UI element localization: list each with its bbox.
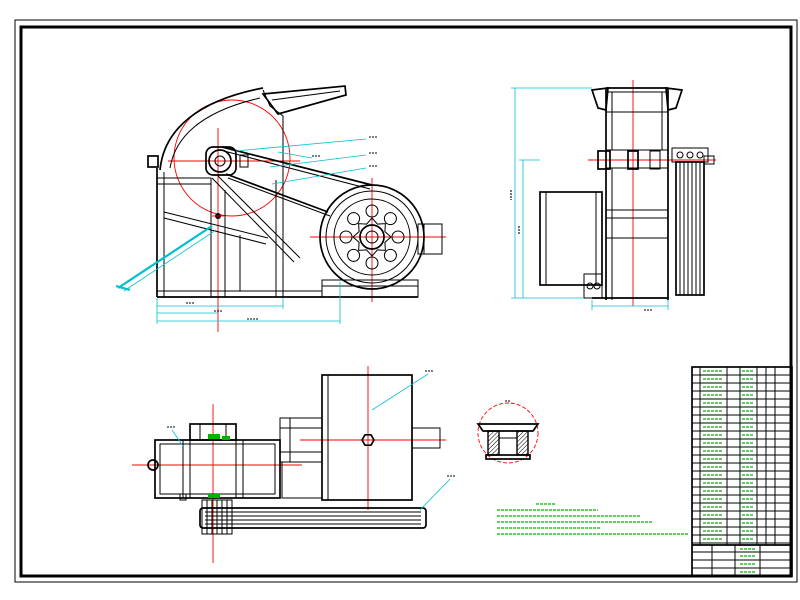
v-belt xyxy=(221,146,373,217)
top-crusher-body xyxy=(147,423,281,501)
weld-mark xyxy=(208,434,220,439)
technical-notes xyxy=(497,503,688,535)
detail-view xyxy=(476,400,540,464)
crusher-housing xyxy=(147,87,284,180)
side-view xyxy=(510,80,716,311)
front-part-leaders xyxy=(235,136,378,185)
title-block-rules xyxy=(692,367,792,576)
side-motor xyxy=(539,191,603,299)
weld-mark xyxy=(208,494,220,498)
pulley-spoke-holes xyxy=(339,204,405,270)
top-belt-drive xyxy=(199,499,427,535)
sheet-frame xyxy=(14,19,798,583)
motor-end-cover xyxy=(417,223,443,255)
discharge-guide xyxy=(115,225,217,292)
top-view xyxy=(132,366,455,563)
outer-border xyxy=(14,19,798,583)
top-motor xyxy=(321,374,441,501)
top-part-leaders xyxy=(167,370,455,511)
title-block xyxy=(691,366,793,577)
front-view xyxy=(115,85,446,332)
top-center-lines xyxy=(132,366,446,563)
side-pulley-stack xyxy=(671,147,709,296)
side-housing xyxy=(592,88,669,300)
hex-nut-icon xyxy=(361,433,375,447)
motor-base xyxy=(321,279,419,298)
side-center-lines xyxy=(588,80,716,306)
side-bearings xyxy=(597,150,715,170)
support-frame xyxy=(156,168,418,298)
hammer-pin xyxy=(212,213,224,219)
weld-mark xyxy=(222,436,230,440)
side-dimensions xyxy=(510,87,669,311)
feed-chute xyxy=(261,85,347,115)
inner-border xyxy=(19,25,793,578)
front-dimensions xyxy=(156,282,341,324)
top-coupling xyxy=(279,417,323,499)
rotor-pulley xyxy=(205,146,237,176)
rotor-circle xyxy=(173,99,291,217)
